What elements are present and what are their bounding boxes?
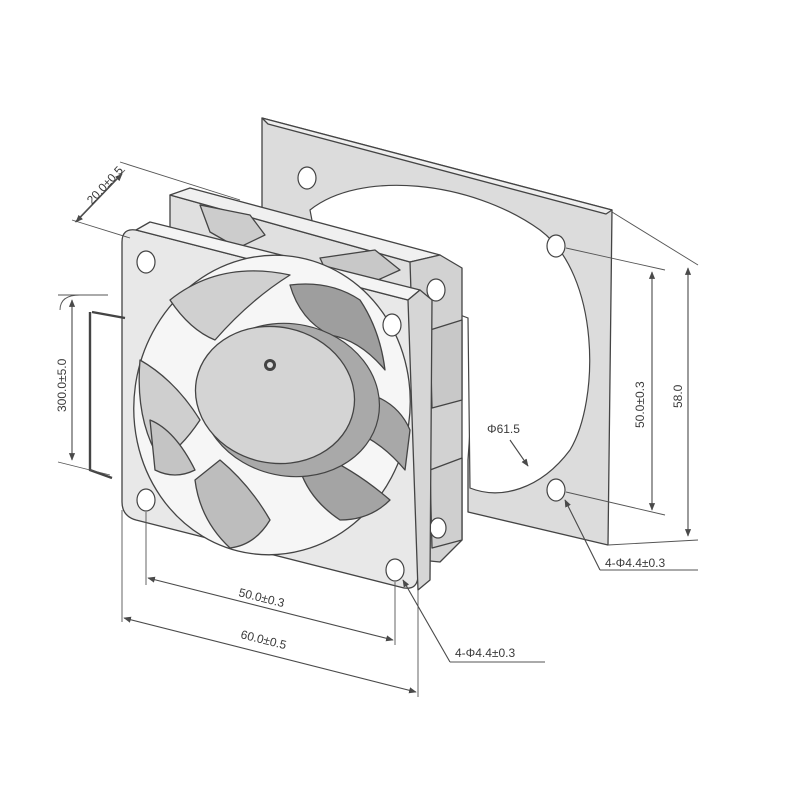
diameter-label: Φ61.5 xyxy=(487,422,520,436)
depth-label: 20.0±0.5 xyxy=(84,163,126,207)
dim-holes-bottom: 4-Φ4.4±0.3 xyxy=(402,579,545,663)
dim-holes-right: 4-Φ4.4±0.3 xyxy=(564,499,698,571)
fan-hole-top-left xyxy=(136,250,156,274)
fan-blades xyxy=(138,270,411,549)
fan-hub xyxy=(194,322,381,478)
dim-height: 58.0 xyxy=(607,211,699,546)
fan-cable xyxy=(88,310,126,480)
dim-cable: 300.0±5.0 xyxy=(55,294,111,476)
hole-spacing-vertical-label: 50.0±0.3 xyxy=(633,381,647,428)
dim-hole-spacing-vertical: 50.0±0.3 xyxy=(565,247,666,516)
plate-hole-top-right xyxy=(546,234,566,258)
plate-hole-top-left xyxy=(297,166,317,190)
fan-hole-top-right xyxy=(382,313,402,337)
fan-hole-bottom-right xyxy=(385,558,405,582)
fan-hole-bottom-left xyxy=(136,488,156,512)
holes-right-label: 4-Φ4.4±0.3 xyxy=(605,556,666,570)
cable-length-label: 300.0±5.0 xyxy=(55,358,69,412)
plate-hole-bottom-right xyxy=(546,478,566,502)
holes-bottom-label: 4-Φ4.4±0.3 xyxy=(455,646,516,660)
dim-diameter: Φ61.5 xyxy=(487,422,529,467)
height-label: 58.0 xyxy=(671,384,685,408)
